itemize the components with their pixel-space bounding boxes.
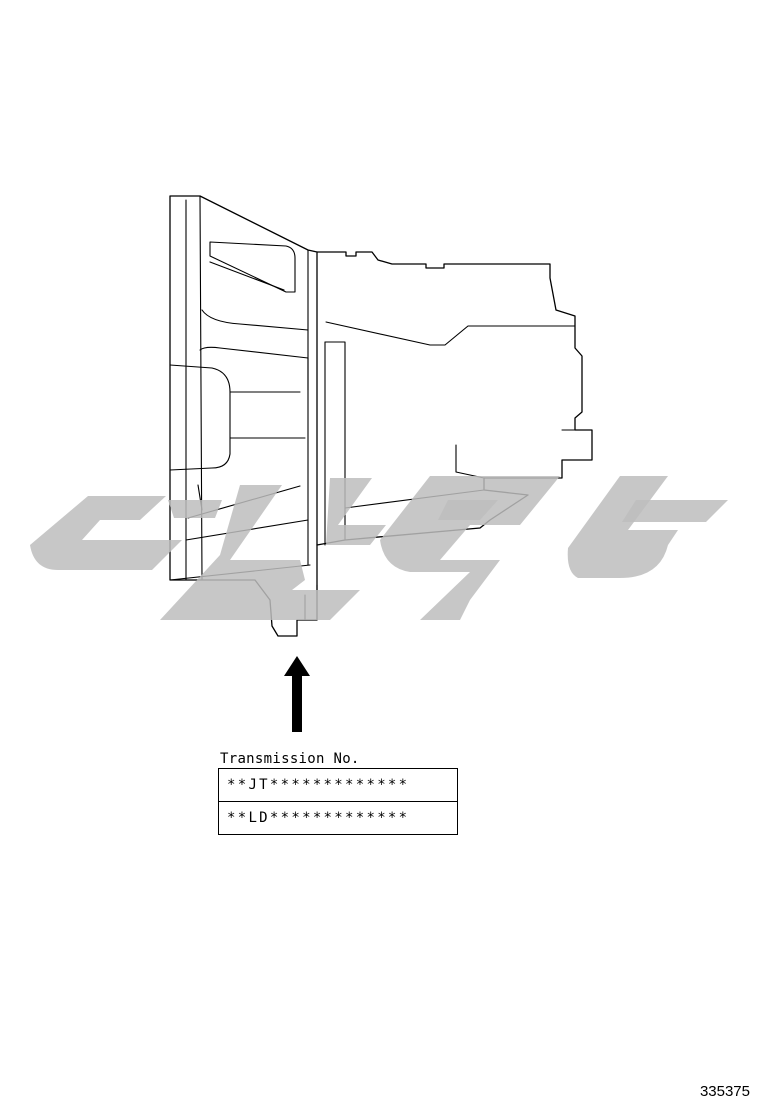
- transmission-code-ld: **LD*************: [218, 801, 458, 835]
- label-title: Transmission No.: [220, 751, 360, 767]
- table-row: **JT*************: [218, 768, 458, 802]
- pointer-arrow: [284, 656, 310, 732]
- figure-number: 335375: [699, 1083, 750, 1100]
- transmission-number-table: **JT************* **LD*************: [218, 768, 458, 835]
- transmission-code-jt: **JT*************: [218, 768, 458, 802]
- table-row: **LD*************: [218, 801, 458, 835]
- watermark-logo: [30, 476, 728, 620]
